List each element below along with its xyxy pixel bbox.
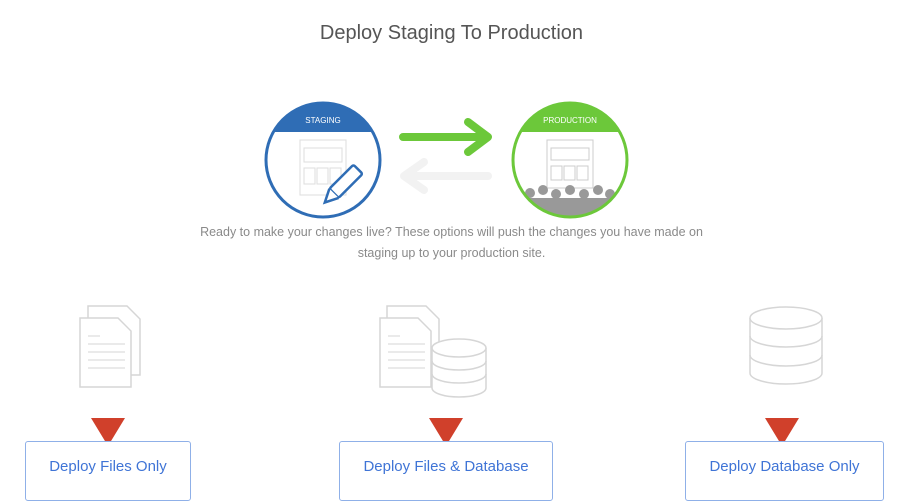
- arrow-left-icon: [400, 158, 492, 194]
- files-database-icon: [379, 305, 487, 398]
- production-label: PRODUCTION: [543, 116, 597, 125]
- deploy-files-database-button[interactable]: Deploy Files & Database: [339, 441, 553, 501]
- deploy-illustration: STAGING PRODUCTION: [79, 101, 823, 446]
- staging-label: STAGING: [305, 116, 340, 125]
- production-circle: PRODUCTION: [511, 101, 629, 219]
- arrow-down-marker-icon: [429, 418, 463, 446]
- deploy-database-only-button[interactable]: Deploy Database Only: [685, 441, 884, 501]
- arrow-down-marker-icon: [91, 418, 125, 446]
- page-title: Deploy Staging To Production: [319, 22, 584, 44]
- deploy-files-only-button[interactable]: Deploy Files Only: [25, 441, 191, 501]
- database-icon: [749, 306, 823, 385]
- files-icon: [79, 305, 141, 388]
- description-text: Ready to make your changes live? These o…: [200, 225, 703, 260]
- arrow-right-icon: [399, 118, 492, 156]
- staging-circle: STAGING: [264, 101, 382, 219]
- arrow-down-marker-icon: [765, 418, 799, 446]
- pencil-icon: [322, 164, 364, 205]
